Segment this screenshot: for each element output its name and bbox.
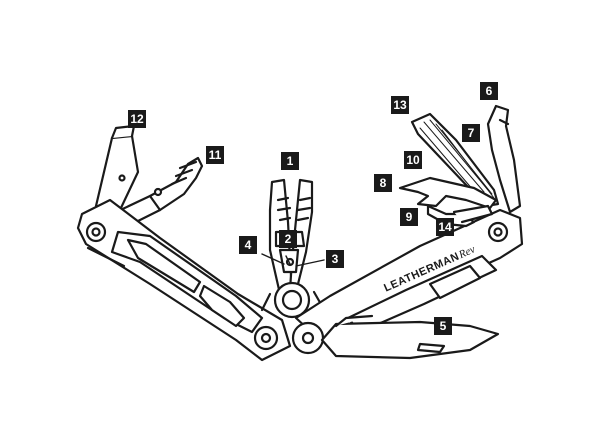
can-opener	[486, 104, 522, 214]
callout-2: 2	[279, 230, 297, 248]
leader-line	[285, 255, 291, 265]
leader-line	[295, 259, 325, 267]
knife-blade	[320, 314, 500, 360]
file-tool	[410, 112, 500, 208]
callout-4: 4	[239, 236, 257, 254]
callout-9: 9	[400, 208, 418, 226]
pliers	[260, 178, 324, 319]
callout-6: 6	[480, 82, 498, 100]
callout-12: 12	[128, 110, 146, 128]
callout-8: 8	[374, 174, 392, 192]
bit-driver	[94, 124, 140, 212]
callout-1: 1	[281, 152, 299, 170]
left-handle	[76, 198, 292, 362]
bottle-opener	[398, 176, 498, 210]
screwdriver-tool	[426, 204, 494, 228]
callout-7: 7	[462, 124, 480, 142]
callout-13: 13	[391, 96, 409, 114]
callout-11: 11	[206, 146, 224, 164]
callout-5: 5	[434, 317, 452, 335]
leader-line	[261, 253, 285, 265]
callout-3: 3	[326, 250, 344, 268]
callout-14: 14	[436, 218, 454, 236]
callout-10: 10	[404, 151, 422, 169]
phillips-screwdriver	[110, 156, 204, 230]
